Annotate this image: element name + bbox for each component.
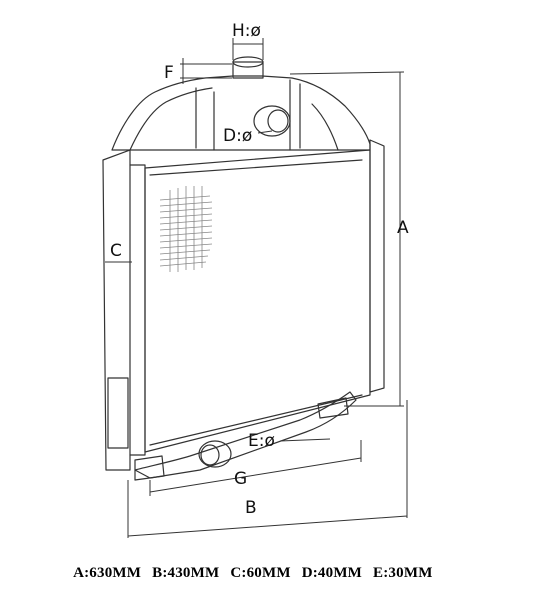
left-side-plate [102,149,131,471]
spec-caption: A:630MM B:430MM C:60MM D:40MM E:30MM [66,548,444,582]
label-d: D:ø [223,126,252,146]
label-h: H:ø [232,21,261,41]
top-tank [111,75,371,151]
spec-d: D:40MM [301,565,363,581]
dim-line-f [180,58,232,84]
dim-line-b [127,400,408,538]
label-a: A [397,218,409,238]
label-g: G [234,469,247,489]
spec-a: A:630MM [73,565,142,581]
spec-b: B:430MM [152,565,220,581]
core [144,149,371,453]
top-tank-inner [129,79,339,151]
spec-e: E:30MM [373,565,433,581]
spec-c: C:60MM [230,565,291,581]
bottom-tank [134,391,357,479]
core-fins [159,186,213,272]
filler-neck-cap [232,56,264,68]
dim-line-a [289,71,405,407]
label-b: B [245,498,257,518]
right-side-plate [369,139,385,393]
label-c: C [110,241,122,261]
leader-e [279,438,331,442]
lower-left-bracket [107,377,129,449]
right-foot [317,397,349,419]
left-foot [134,455,165,481]
label-e: E:ø [248,431,275,451]
dim-line-g [149,440,362,496]
bottom-outlet [198,440,232,468]
top-outlet [253,105,291,137]
dim-line-h [232,38,264,60]
leader-d [257,130,273,134]
label-f: F [164,63,174,83]
filler-neck [232,61,264,79]
